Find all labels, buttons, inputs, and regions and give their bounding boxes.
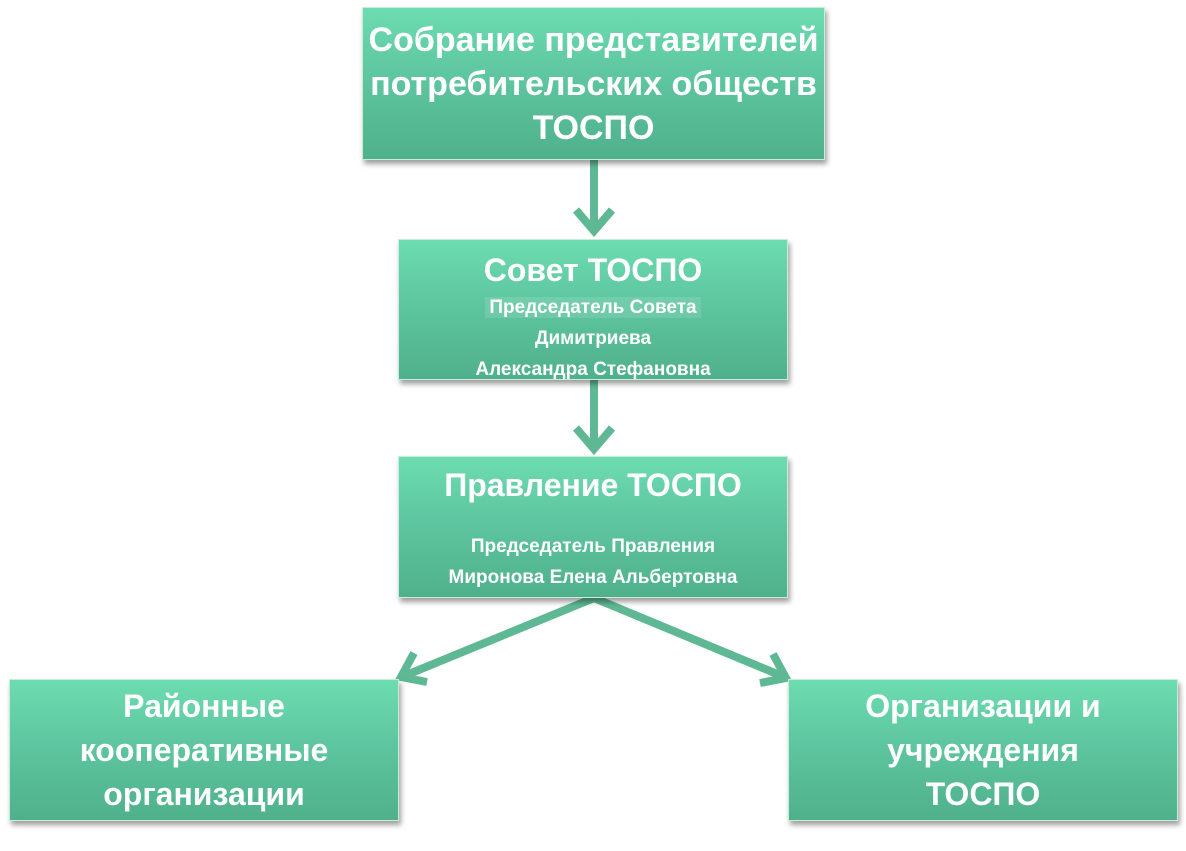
institutions-box: Организации и учреждения ТОСПО (788, 679, 1178, 821)
assembly-box: Собрание представителей потребительских … (362, 7, 825, 160)
assembly-line-3: ТОСПО (532, 108, 655, 147)
orgs-line-3: ТОСПО (925, 776, 1041, 812)
council-title: Совет ТОСПО (483, 252, 703, 288)
district-line-2: кооперативные (79, 732, 329, 768)
council-chair-name-1: Димитриева (534, 328, 652, 349)
orgs-line-2: учреждения (887, 732, 1079, 768)
district-line-1: Районные (123, 688, 285, 724)
district-line-3: организации (103, 776, 305, 812)
arrow-board-to-orgs (592, 594, 793, 687)
board-title: Правление ТОСПО (444, 467, 742, 503)
council-chair-role: Председатель Совета (485, 297, 701, 318)
orgs-line-1: Организации и (865, 688, 1101, 724)
board-chair-name: Миронова Елена Альбертовна (448, 567, 738, 588)
board-chair-role: Председатель Правления (470, 536, 716, 557)
board-box: Правление ТОСПО Председатель Правления М… (398, 456, 788, 598)
council-box: Совет ТОСПО Председатель Совета Димитрие… (398, 239, 788, 380)
arrow-assembly-to-council (572, 160, 616, 238)
district-organizations-box: Районные кооперативные организации (9, 679, 399, 821)
assembly-line-1: Собрание представителей (368, 20, 819, 59)
assembly-line-2: потребительских обществ (370, 64, 817, 103)
arrow-board-to-district (394, 594, 596, 686)
arrow-council-to-board (572, 380, 616, 456)
council-chair-name-2: Александра Стефановна (475, 359, 711, 380)
